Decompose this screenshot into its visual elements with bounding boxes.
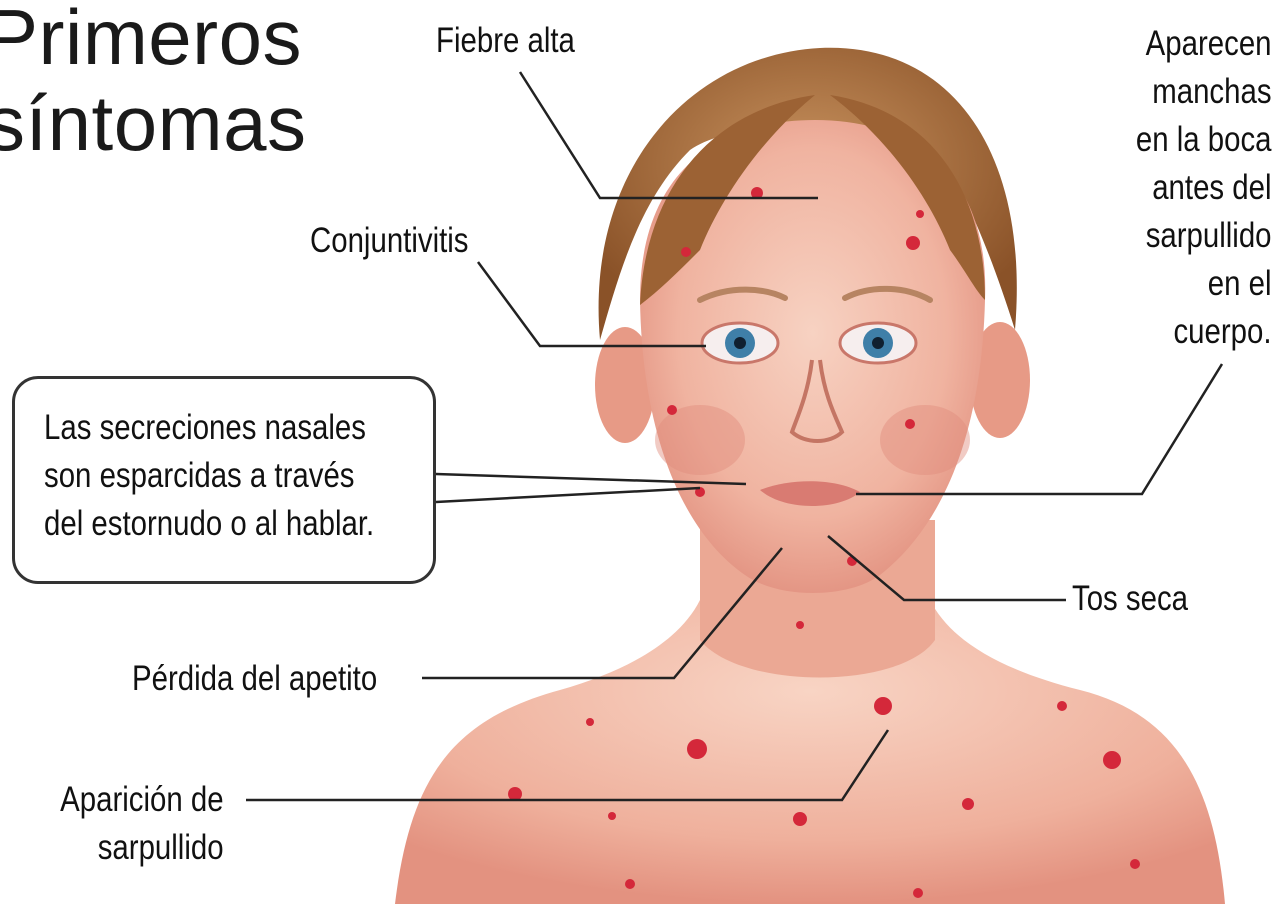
manchas-line: antes del [1136, 164, 1272, 212]
title-line-1: Primeros [0, 0, 306, 80]
label-fiebre-alta: Fiebre alta [436, 22, 575, 60]
sarpullido-line: sarpullido [61, 824, 224, 872]
label-manchas-boca: Aparecen manchas en la boca antes del sa… [1136, 20, 1272, 356]
secreciones-line: del estornudo o al hablar. [44, 500, 374, 548]
manchas-line: cuerpo. [1136, 308, 1272, 356]
sarpullido-line: Aparición de [61, 776, 224, 824]
manchas-line: sarpullido [1136, 212, 1272, 260]
label-tos-seca: Tos seca [1072, 580, 1188, 618]
secreciones-line: son esparcidas a través [44, 452, 374, 500]
manchas-line: en la boca [1136, 116, 1272, 164]
manchas-line: manchas [1136, 68, 1272, 116]
leader-secreciones-bottom [436, 488, 700, 502]
title-line-2: síntomas [0, 80, 306, 166]
label-perdida-apetito: Pérdida del apetito [132, 660, 377, 698]
manchas-line: en el [1136, 260, 1272, 308]
secreciones-line: Las secreciones nasales [44, 404, 374, 452]
label-aparicion-sarpullido: Aparición de sarpullido [61, 776, 224, 872]
label-secreciones-nasales: Las secreciones nasales son esparcidas a… [44, 404, 374, 548]
diagram-title: Primeros síntomas [0, 0, 306, 166]
manchas-line: Aparecen [1136, 20, 1272, 68]
label-conjuntivitis: Conjuntivitis [310, 222, 469, 260]
